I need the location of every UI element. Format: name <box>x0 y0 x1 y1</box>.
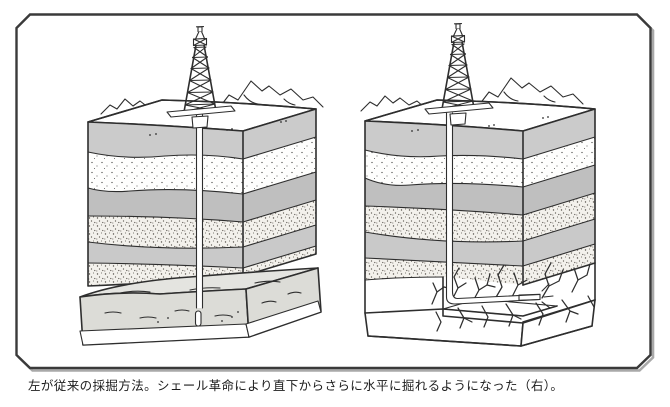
fracture-cracks <box>431 262 595 332</box>
horizontal-well-pipe <box>445 112 554 309</box>
left-diagram-conventional-drilling <box>79 25 324 346</box>
rock-block-left <box>87 99 317 287</box>
slab-dots <box>157 311 239 323</box>
figure-caption: 左が従来の採掘方法。シェール革命により直下からさらに水平に掘れるようになった（右… <box>28 379 564 393</box>
rock-block-right <box>364 99 596 347</box>
vertical-well-pipe <box>194 113 204 327</box>
frac-stage-segment <box>518 293 541 301</box>
right-diagram-shale-drilling <box>360 22 596 347</box>
perforation-slot <box>194 310 202 327</box>
